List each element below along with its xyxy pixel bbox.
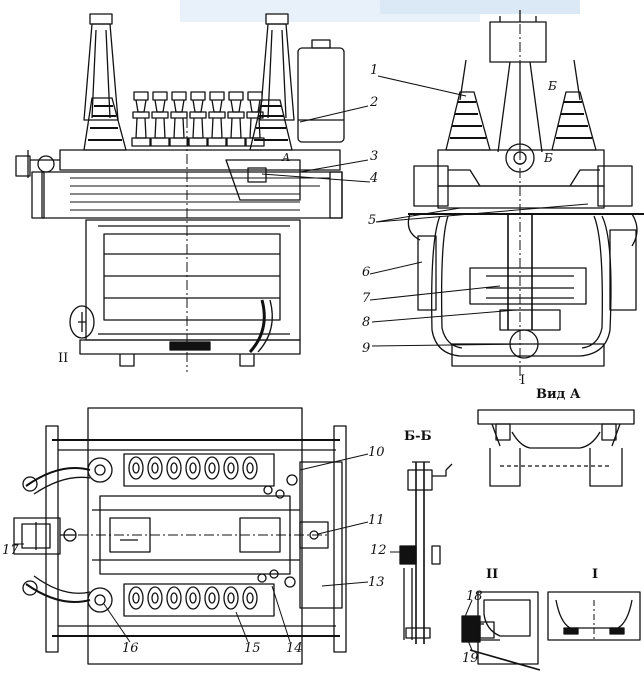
callout-7: 7 bbox=[362, 291, 371, 306]
callout-10: 10 bbox=[368, 445, 385, 460]
callout-9: 9 bbox=[362, 341, 371, 356]
view-a bbox=[477, 409, 635, 487]
callout-13: 13 bbox=[368, 575, 385, 590]
top-bushing-row bbox=[128, 456, 258, 480]
callout-6: 6 bbox=[362, 265, 371, 280]
detail-ii-title: II bbox=[486, 567, 499, 582]
callout-19: 19 bbox=[462, 651, 479, 666]
callout-17: 17 bbox=[2, 543, 19, 558]
section-bb bbox=[399, 461, 453, 644]
callout-11: 11 bbox=[368, 513, 385, 528]
side-view bbox=[15, 13, 345, 372]
expansion-tank bbox=[297, 39, 345, 143]
callout-18: 18 bbox=[466, 589, 483, 604]
callout-5: 5 bbox=[368, 213, 377, 228]
view-a-title: Вид А bbox=[536, 387, 581, 402]
insulator-left bbox=[83, 97, 127, 151]
section-mark-i: I bbox=[520, 373, 526, 388]
callout-3: 3 bbox=[370, 149, 379, 164]
callout-2: 2 bbox=[370, 95, 379, 110]
letter-b-mark: Б bbox=[548, 79, 557, 93]
watermark bbox=[180, 0, 580, 22]
detail-i-title: I bbox=[592, 567, 599, 582]
lv-bushings-row bbox=[131, 91, 265, 147]
callout-14: 14 bbox=[286, 641, 303, 656]
detail-ii bbox=[461, 591, 541, 671]
letter-b-mark-2: Б bbox=[544, 151, 553, 165]
front-view bbox=[407, 10, 644, 380]
detail-i bbox=[547, 591, 641, 641]
bottom-bushing-row bbox=[128, 586, 258, 610]
section-bb-title: Б-Б bbox=[404, 429, 432, 444]
section-mark-ii: II bbox=[58, 351, 69, 366]
letter-a-mark: А bbox=[282, 151, 291, 164]
plan-view bbox=[13, 407, 347, 665]
callout-16: 16 bbox=[122, 641, 139, 656]
callout-8: 8 bbox=[362, 315, 371, 330]
callout-15: 15 bbox=[244, 641, 261, 656]
hv-bushing-right bbox=[259, 13, 295, 121]
callout-1: 1 bbox=[370, 63, 379, 78]
hv-bushing-left bbox=[83, 13, 119, 121]
callout-4: 4 bbox=[370, 171, 379, 186]
callout-12: 12 bbox=[370, 543, 387, 558]
leader-lines bbox=[14, 75, 589, 651]
